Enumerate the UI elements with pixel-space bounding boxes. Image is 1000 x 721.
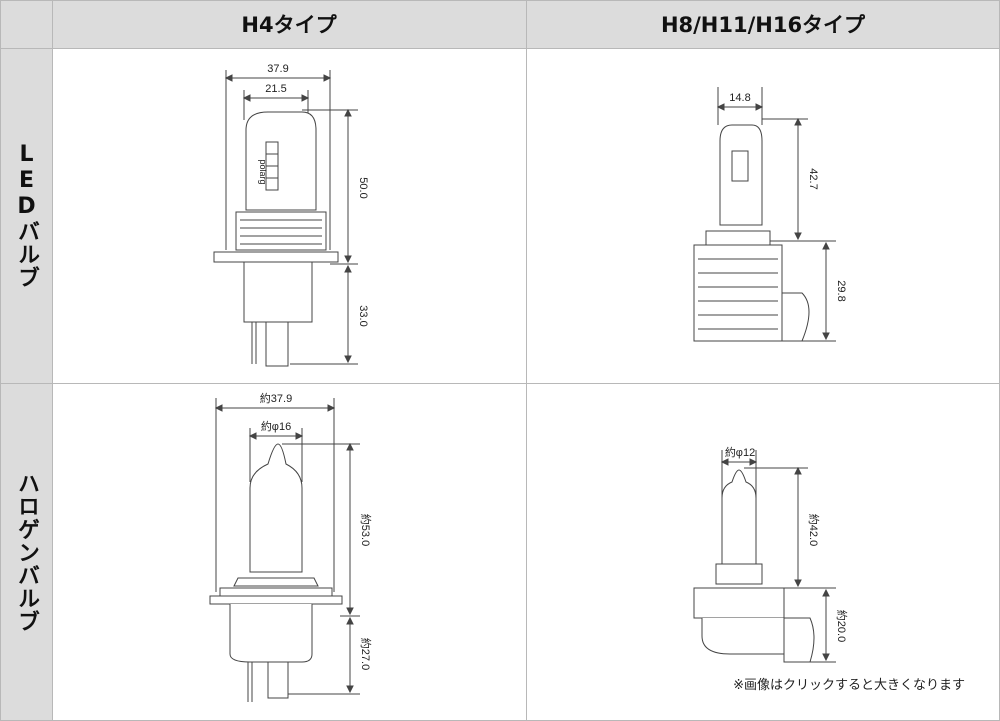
grid-line	[0, 0, 1000, 1]
header-h8-label: H8/H11/H16タイプ	[660, 13, 866, 37]
led-h4-height-upper: 50.0	[357, 177, 369, 198]
halogen-h4-drawing: 約37.9 約φ16 約53.0 約27.0	[209, 392, 373, 702]
click-to-enlarge-note: ※画像はクリックすると大きくなります	[733, 678, 965, 693]
halogen-h8-height-lower: 約20.0	[835, 610, 849, 642]
led-h8-width: 14.8	[729, 92, 750, 104]
halogen-h4-height-upper: 約53.0	[359, 514, 373, 546]
halogen-h8-diameter: 約φ12	[725, 445, 755, 459]
grid-line	[0, 48, 1000, 49]
halogen-h4-height-lower: 約27.0	[359, 638, 373, 670]
halogen-h4-diameter: 約φ16	[261, 419, 291, 433]
row-label-halogen: ハロゲンバルブ	[14, 471, 39, 633]
led-h4-width-inner: 21.5	[265, 83, 286, 95]
header-h4-label: H4タイプ	[241, 13, 337, 37]
grid-line	[0, 0, 1, 721]
halogen-h8-height-upper: 約42.0	[807, 514, 821, 546]
row-header-led: LEDバルブ	[0, 48, 52, 383]
led-h4-brand: polarg	[258, 159, 268, 184]
row-header-halogen: ハロゲンバルブ	[0, 383, 52, 721]
led-h4-height-lower: 33.0	[357, 305, 369, 326]
header-h8: H8/H11/H16タイプ	[526, 0, 1000, 48]
led-h4-drawing: 37.9 21.5 50.0 33.0 polarg	[213, 63, 369, 367]
led-h8-height-upper: 42.7	[807, 168, 819, 189]
header-h4: H4タイプ	[52, 0, 526, 48]
led-h4-width-total: 37.9	[267, 63, 288, 75]
grid-line	[526, 0, 527, 721]
halogen-h8-drawing: 約φ12 約42.0 約20.0	[693, 445, 849, 663]
corner-cell	[0, 0, 52, 48]
grid-line	[0, 383, 1000, 384]
led-h8-height-lower: 29.8	[835, 280, 847, 301]
halogen-h4-width-total: 約37.9	[260, 392, 292, 405]
row-label-led: LEDバルブ	[14, 142, 39, 289]
led-h8-drawing: 14.8 42.7 29.8	[693, 87, 847, 342]
grid-line	[52, 0, 53, 721]
